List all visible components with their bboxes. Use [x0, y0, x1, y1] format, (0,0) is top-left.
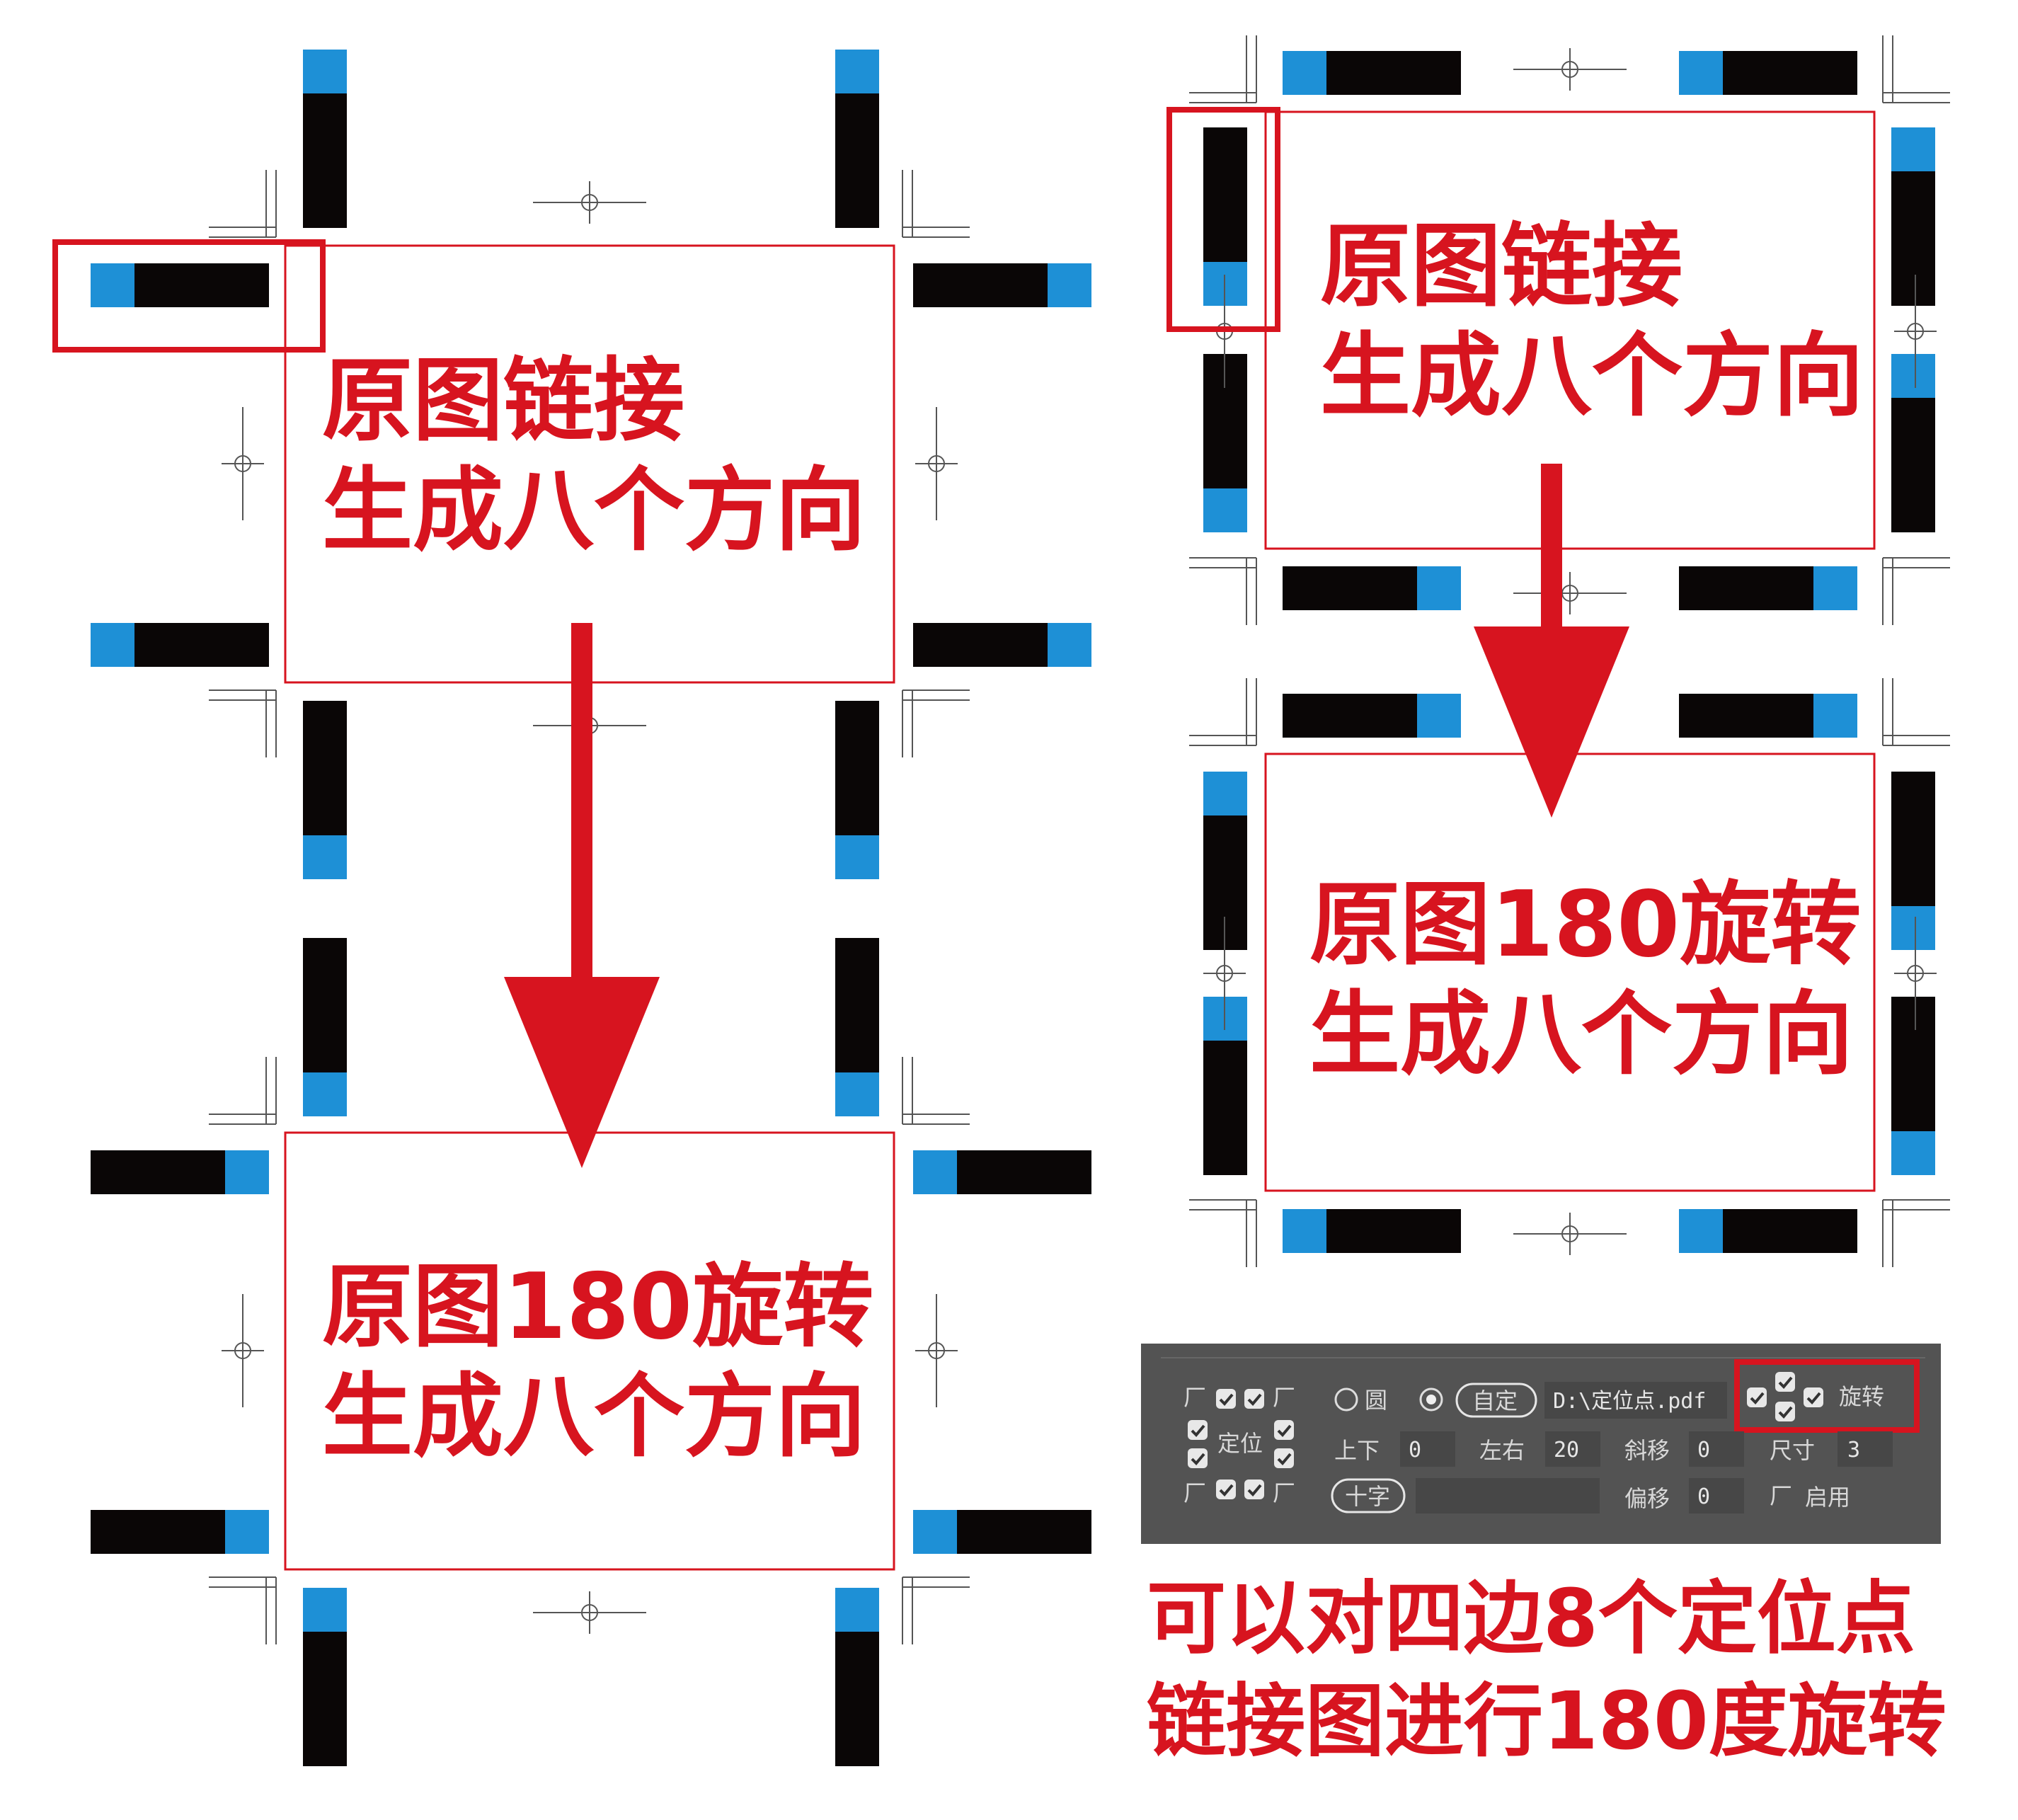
rotate-checkbox-left [1747, 1387, 1767, 1407]
marker-lt-bottom-right [835, 701, 879, 879]
marker-rt-top-left [1283, 51, 1461, 95]
marker-rt-bottom-left [1283, 566, 1461, 610]
radio-circle-icon[interactable] [1334, 1387, 1358, 1412]
custom-button[interactable]: 自定 [1455, 1383, 1537, 1418]
marker-rb-right-top [1891, 772, 1935, 950]
marker-lt-left-top [91, 263, 269, 307]
marker-rb-left-top [1203, 772, 1247, 950]
checkbox-right-2[interactable] [1274, 1448, 1294, 1468]
link-label-right-line2: 生成八个方向 [1320, 324, 1864, 429]
marker-lt-top-left [303, 50, 347, 228]
marker-rb-bottom-left [1283, 1209, 1461, 1253]
marker-lt-top-right [835, 50, 879, 228]
enable-checkbox[interactable]: 厂 [1770, 1482, 1792, 1509]
marker-lt-bottom-left [303, 701, 347, 879]
custom-button-label: 自定 [1472, 1387, 1518, 1414]
offset-input[interactable]: 0 [1689, 1478, 1744, 1513]
down-arrow-right [1474, 464, 1629, 818]
position-grid: 厂 厂 定位 厂 厂 [1183, 1384, 1295, 1506]
corner-mark-tl: 厂 [1183, 1384, 1206, 1411]
rotate-label: 旋转 [1839, 1383, 1884, 1410]
path-field[interactable]: D:\定位点.pdf [1544, 1382, 1727, 1419]
corner-mark-br: 厂 [1273, 1480, 1295, 1506]
rot-label-left-line2: 生成八个方向 [322, 1364, 866, 1470]
marker-rb-top-right [1679, 694, 1857, 738]
size-value: 3 [1847, 1438, 1860, 1463]
marker-lb-left-top [91, 1150, 269, 1194]
rotate-checkbox-top [1775, 1372, 1795, 1392]
marker-lt-right-top [913, 263, 1091, 307]
checkbox-right-1[interactable] [1274, 1420, 1294, 1440]
marker-rt-bottom-right [1679, 566, 1857, 610]
checkbox-top-2[interactable] [1244, 1389, 1264, 1409]
leftright-value: 20 [1554, 1438, 1579, 1463]
marker-rb-bottom-right [1679, 1209, 1857, 1253]
updown-value: 0 [1409, 1438, 1421, 1463]
checkbox-top-1[interactable] [1216, 1389, 1236, 1409]
skew-value: 0 [1697, 1438, 1710, 1463]
marker-rt-right-top [1891, 127, 1935, 306]
settings-panel: 厂 厂 定位 厂 厂 圆 自定 D:\定位点.pdf [1141, 1344, 1941, 1544]
path-field-value: D:\定位点.pdf [1553, 1389, 1706, 1414]
radio-circle-label: 圆 [1365, 1387, 1387, 1414]
link-label-left-line2: 生成八个方向 [322, 458, 866, 563]
marker-rt-right-bottom [1891, 354, 1935, 532]
marker-lb-bottom-left [303, 1588, 347, 1766]
rot-label-right-line2: 生成八个方向 [1309, 982, 1853, 1087]
rot-label-left-line1: 原图180旋转 [322, 1254, 873, 1360]
offset-label: 偏移 [1624, 1485, 1670, 1512]
updown-label: 上下 [1334, 1437, 1380, 1464]
link-label-right-line1: 原图链接 [1320, 214, 1682, 319]
skew-label: 斜移 [1624, 1437, 1670, 1464]
marker-rb-top-left [1283, 694, 1461, 738]
leftright-label: 左右 [1479, 1437, 1525, 1464]
radio-custom[interactable] [1419, 1387, 1443, 1412]
enable-label: 启用 [1805, 1484, 1850, 1511]
size-label: 尺寸 [1770, 1437, 1815, 1464]
checkbox-bottom-2[interactable] [1244, 1480, 1264, 1499]
cross-text-input[interactable] [1416, 1478, 1600, 1513]
checkbox-left-1[interactable] [1188, 1420, 1208, 1440]
positioning-label: 定位 [1217, 1430, 1263, 1457]
updown-input[interactable]: 0 [1400, 1431, 1455, 1467]
skew-input[interactable]: 0 [1689, 1431, 1744, 1467]
caption-line2: 链接图进行180度旋转 [1147, 1676, 1947, 1768]
marker-lb-right-top [913, 1150, 1091, 1194]
corner-mark-bl: 厂 [1183, 1480, 1206, 1506]
checkbox-left-2[interactable] [1188, 1448, 1208, 1468]
corner-mark-tr: 厂 [1273, 1384, 1295, 1411]
marker-lb-right-bottom [913, 1510, 1091, 1554]
rotate-highlight-box [1734, 1359, 1920, 1433]
highlight-box-left [52, 239, 326, 353]
size-input[interactable]: 3 [1838, 1431, 1893, 1467]
marker-lt-left-bottom [91, 623, 269, 667]
marker-lb-bottom-right [835, 1588, 879, 1766]
leftright-input[interactable]: 20 [1545, 1431, 1600, 1467]
marker-lb-left-bottom [91, 1510, 269, 1554]
highlight-box-right [1166, 107, 1280, 332]
down-arrow-left [504, 623, 660, 1168]
caption-line1: 可以对四边8个定位点 [1147, 1573, 1915, 1665]
rot-label-right-line1: 原图180旋转 [1309, 872, 1861, 978]
marker-rb-right-bottom [1891, 997, 1935, 1175]
marker-rt-top-right [1679, 51, 1857, 95]
markers-layer [91, 50, 1935, 1766]
marker-lb-top-right [835, 938, 879, 1116]
marker-lb-top-left [303, 938, 347, 1116]
cross-button[interactable]: 十字 [1331, 1478, 1406, 1513]
cross-button-label: 十字 [1345, 1483, 1390, 1510]
marker-lt-right-bottom [913, 623, 1091, 667]
offset-value: 0 [1697, 1484, 1710, 1509]
rotate-checkbox-group[interactable]: 旋转 [1734, 1359, 1920, 1433]
rotate-checkbox-right [1804, 1387, 1823, 1407]
link-label-left-line1: 原图链接 [322, 348, 684, 454]
rotate-checkbox-bottom [1775, 1402, 1795, 1421]
checkbox-bottom-1[interactable] [1216, 1480, 1236, 1499]
